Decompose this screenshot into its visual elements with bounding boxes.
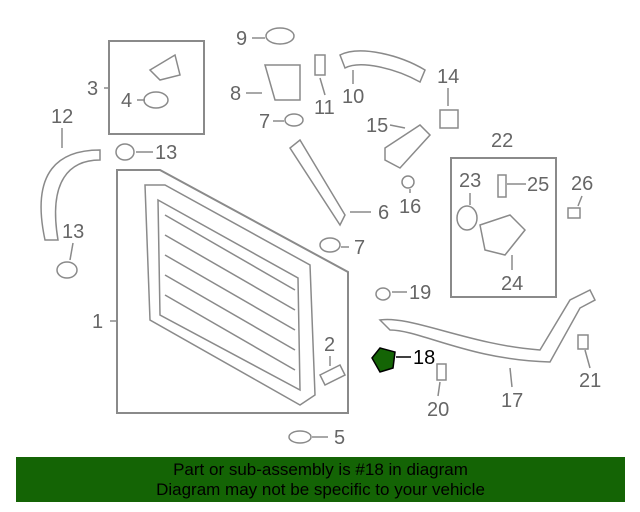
- part-11-clamp: [314, 54, 326, 76]
- clamp-13: [115, 143, 135, 161]
- callout-17: 17: [501, 390, 523, 412]
- callout-18[interactable]: 18: [413, 347, 435, 369]
- callout-16: 16: [399, 196, 421, 218]
- leader-lines: [61, 37, 591, 438]
- clamp-7: [284, 113, 304, 127]
- callout-1: 1: [92, 311, 103, 333]
- sub-assembly-box-3: [108, 40, 205, 135]
- callout-3: 3: [87, 78, 98, 100]
- callout-labels: 9 3 4 8 11 10 14 7 12 13 15 22 23 25 26 …: [51, 28, 601, 449]
- sensor-25: [497, 174, 507, 198]
- callout-24: 24: [501, 273, 523, 295]
- callout-13b: 13: [62, 221, 84, 243]
- callout-25: 25: [527, 174, 549, 196]
- callout-20: 20: [427, 399, 449, 421]
- nut-16: [401, 175, 415, 189]
- hose-10: [339, 50, 426, 84]
- hose-12: [40, 149, 101, 241]
- bolt-20: [436, 363, 447, 381]
- banner-line-disclaimer: Diagram may not be specific to your vehi…: [156, 480, 485, 499]
- part-info-banner: Part or sub-assembly is #18 in diagram D…: [16, 457, 625, 502]
- radiator: [144, 184, 316, 406]
- callout-7b: 7: [354, 237, 365, 259]
- oring-23: [456, 205, 478, 231]
- part-8: [264, 64, 301, 101]
- hose-6: [289, 138, 346, 227]
- banner-line-part: Part or sub-assembly is #18 in diagram: [173, 460, 468, 479]
- pipe-17: [378, 288, 596, 363]
- callout-15: 15: [366, 115, 388, 137]
- clamp-7b: [319, 237, 341, 253]
- callout-14: 14: [437, 66, 459, 88]
- housing-24: [479, 214, 527, 256]
- gasket-4: [143, 91, 169, 109]
- part-9: [265, 27, 295, 45]
- clamp-13b: [56, 261, 78, 279]
- callout-22: 22: [491, 130, 513, 152]
- callout-5: 5: [334, 427, 345, 449]
- callout-26: 26: [571, 173, 593, 195]
- sub-assembly-box-22: [450, 157, 557, 298]
- nut-19: [375, 287, 391, 301]
- callout-4: 4: [121, 90, 132, 112]
- callout-8: 8: [230, 83, 241, 105]
- callout-9: 9: [236, 28, 247, 50]
- callout-19: 19: [409, 282, 431, 304]
- gasket-18-highlighted[interactable]: [371, 347, 396, 373]
- callout-21: 21: [579, 370, 601, 392]
- bolt-21: [577, 334, 589, 350]
- part-14: [439, 109, 459, 129]
- callout-12: 12: [51, 106, 73, 128]
- radiator-box: [116, 169, 349, 414]
- callout-7: 7: [259, 111, 270, 133]
- callout-13: 13: [155, 142, 177, 164]
- callout-10: 10: [342, 86, 364, 108]
- callout-11: 11: [314, 97, 335, 119]
- callout-23: 23: [459, 170, 481, 192]
- callout-2: 2: [324, 334, 335, 356]
- callout-6: 6: [378, 202, 389, 224]
- bracket-3: [148, 53, 181, 81]
- part-2: [318, 363, 347, 387]
- bolt-26: [567, 207, 581, 219]
- housing-15: [384, 124, 432, 169]
- gasket-5: [288, 430, 312, 444]
